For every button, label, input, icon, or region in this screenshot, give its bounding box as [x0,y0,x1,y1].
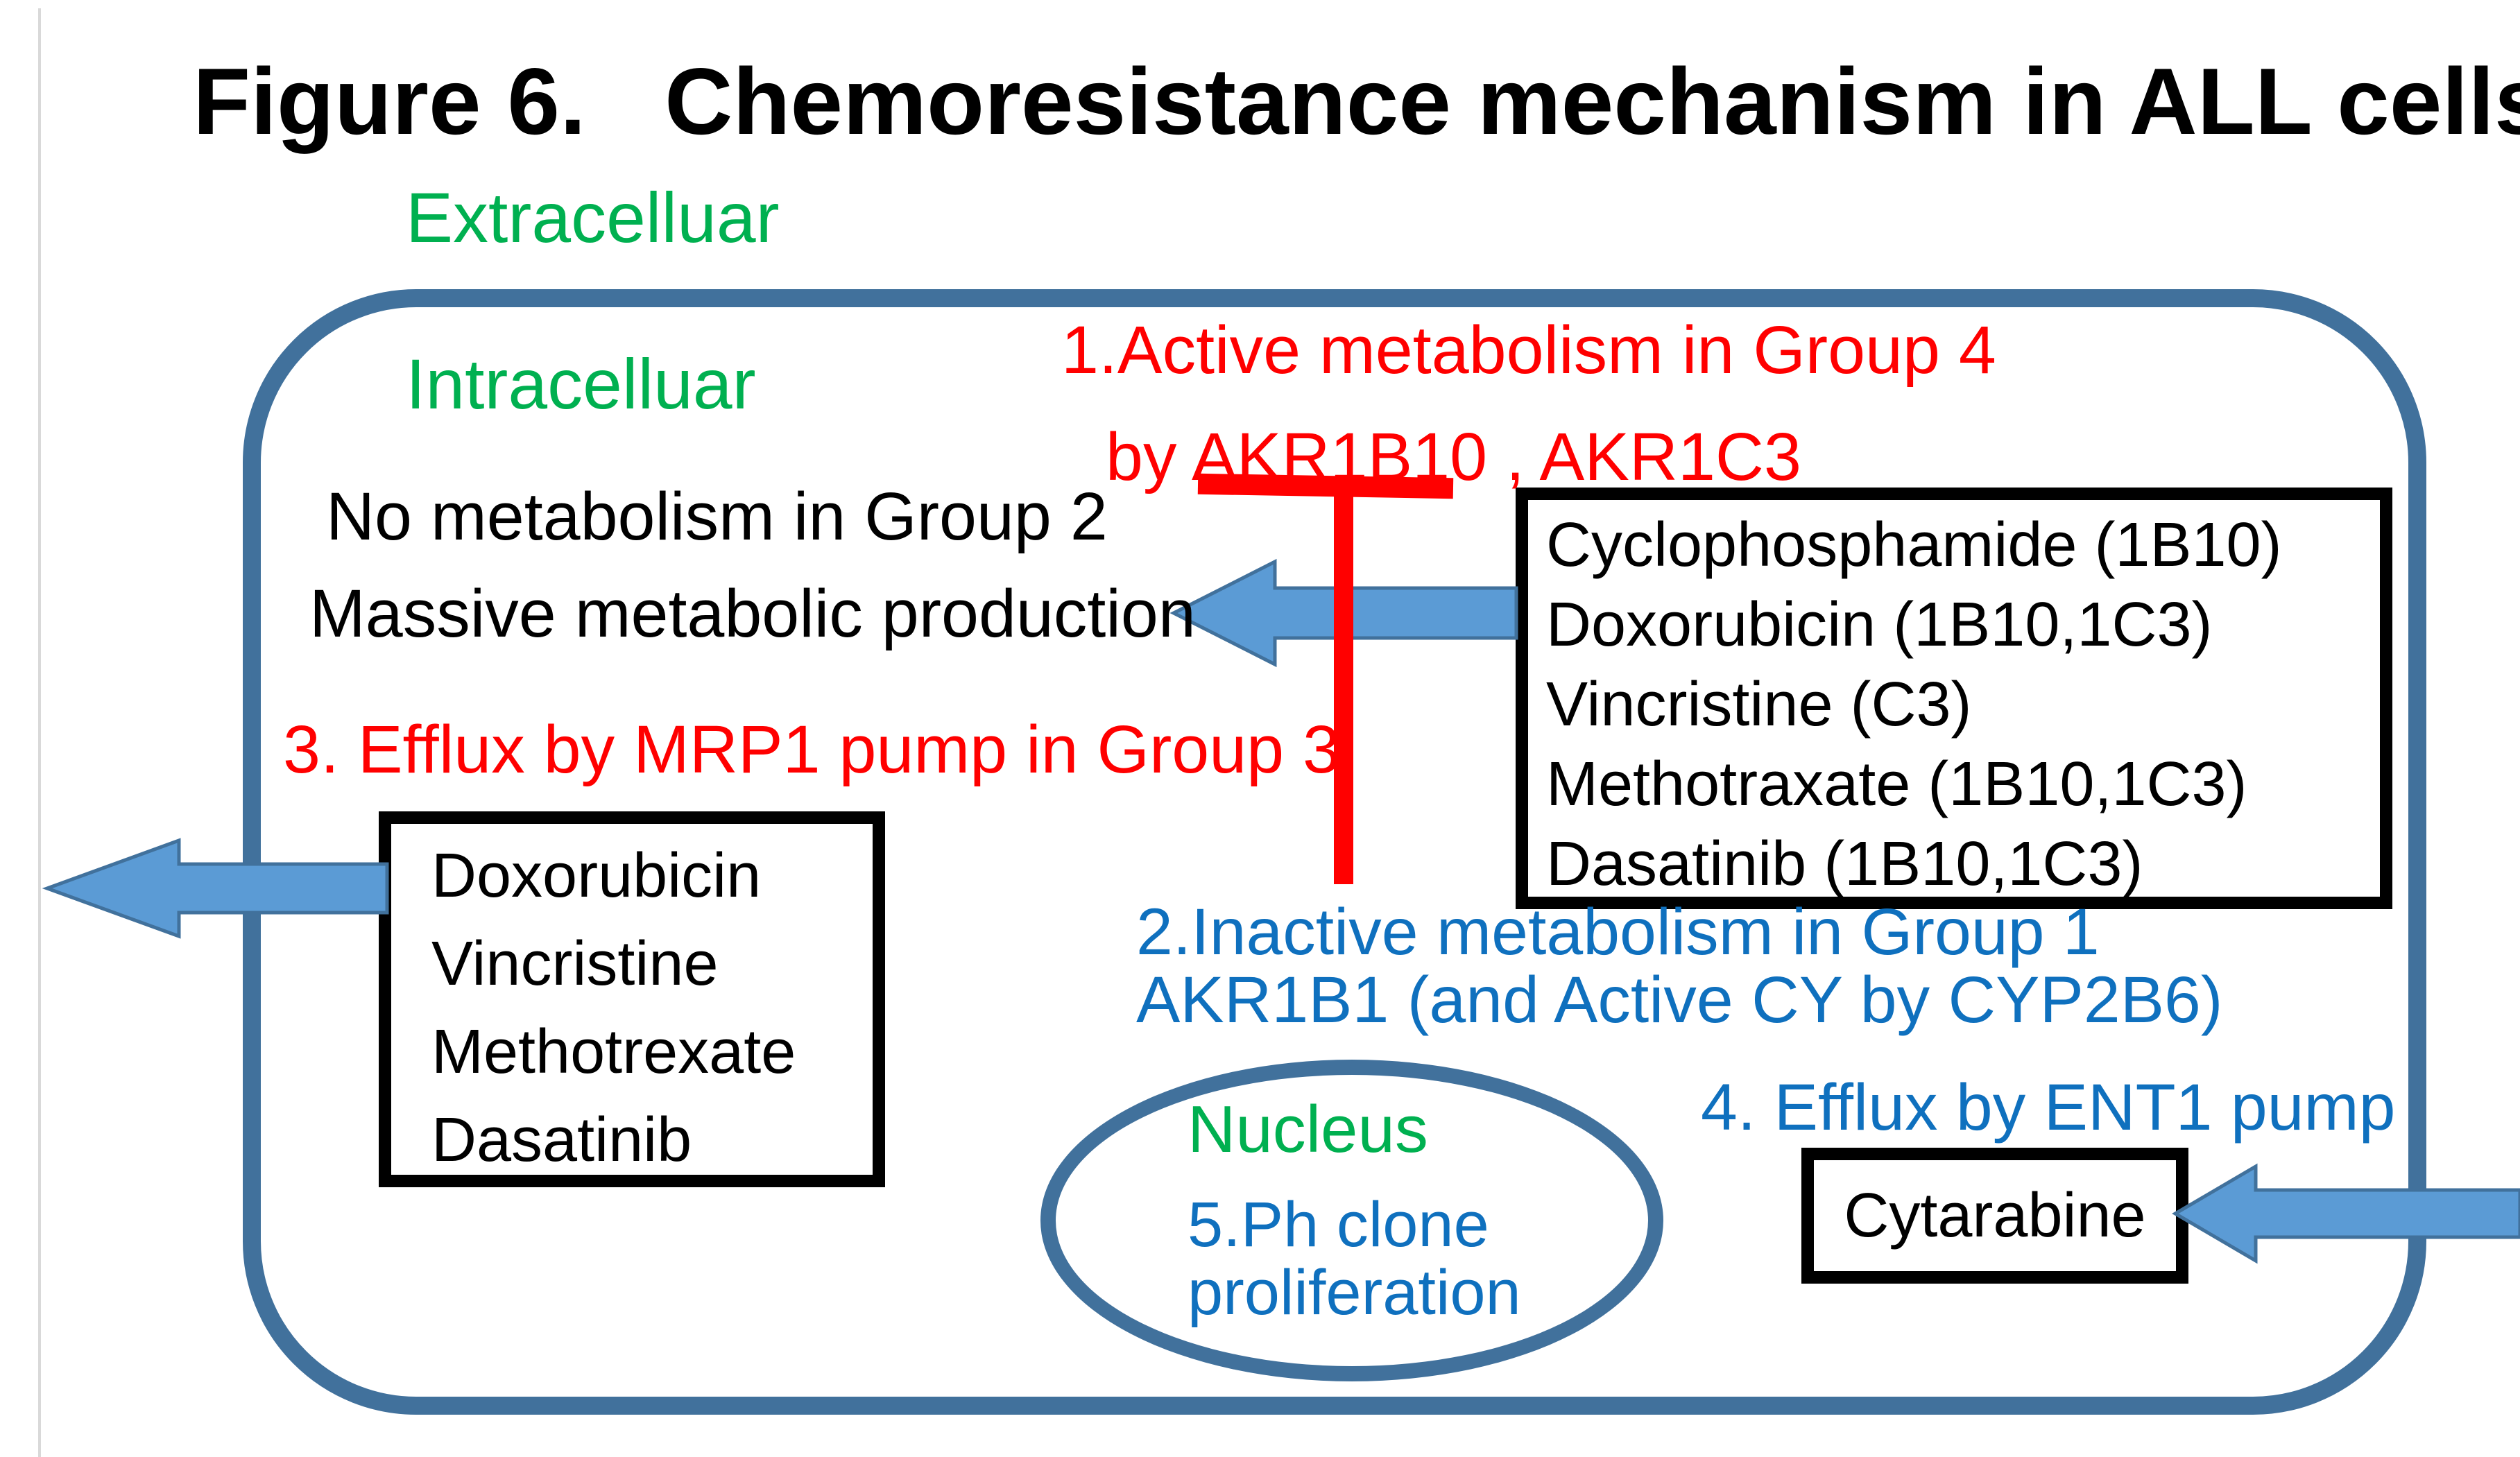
drug-item: Doxorubicin [431,841,762,911]
annotation-efflux-mrp1: 3. Efflux by MRP1 pump in Group 3 [283,712,1341,787]
annotation-inactive-metabolism-line1: 2.Inactive metabolism in Group 1 [1136,895,2100,969]
efflux-ent1-arrow-icon [2172,1163,2520,1264]
drug-item: Dasatinib (1B10,1C3) [1546,829,2143,899]
intracellular-label: Intracelluar [406,345,756,424]
slide-left-border [38,8,41,1457]
annotation-inactive-metabolism-line2: AKR1B1 (and Active CY by CYP2B6) [1136,963,2223,1037]
drug-item: Vincristine [431,929,719,999]
cytarabine-box: Cytarabine [1801,1148,2188,1284]
drug-item: Vincristine (C3) [1546,670,1972,739]
drug-item: Methotraxate (1B10,1C3) [1546,750,2247,819]
group4-drug-list-box: Cyclophosphamide (1B10) Doxorubicin (1B1… [1516,488,2392,909]
annotation-group2-line1: No metabolism in Group 2 [326,479,1108,554]
annotation-efflux-ent1: 4. Efflux by ENT1 pump [1701,1071,2396,1144]
figure-title: Figure 6. Chemoresistance mechanism in A… [193,49,2520,154]
annotation-ph-clone-line2: proliferation [1188,1257,1521,1328]
annotation-group2-line2: Massive metabolic production [309,576,1196,651]
group3-drug-list-box: Doxorubicin Vincristine Methotrexate Das… [379,811,885,1187]
inhibition-t-stem-icon [1334,487,1353,884]
nucleus-label: Nucleus [1188,1092,1428,1166]
drug-item: Doxorubicin (1B10,1C3) [1546,590,2213,659]
extracellular-label: Extracelluar [406,178,780,257]
annotation-active-metabolism-line2: by AKR1B10 , AKR1C3 [1106,419,1801,494]
annotation-ph-clone-line1: 5.Ph clone [1188,1189,1489,1260]
drug-item: Cytarabine [1844,1181,2146,1250]
drug-item: Methotrexate [431,1017,796,1087]
annotation-active-metabolism-line1: 1.Active metabolism in Group 4 [1061,312,1996,388]
drug-item: Dasatinib [431,1105,692,1175]
drug-item: Cyclophosphamide (1B10) [1546,510,2282,580]
efflux-mrp1-arrow-icon [42,838,389,939]
cell-membrane-outline [243,289,2426,1415]
